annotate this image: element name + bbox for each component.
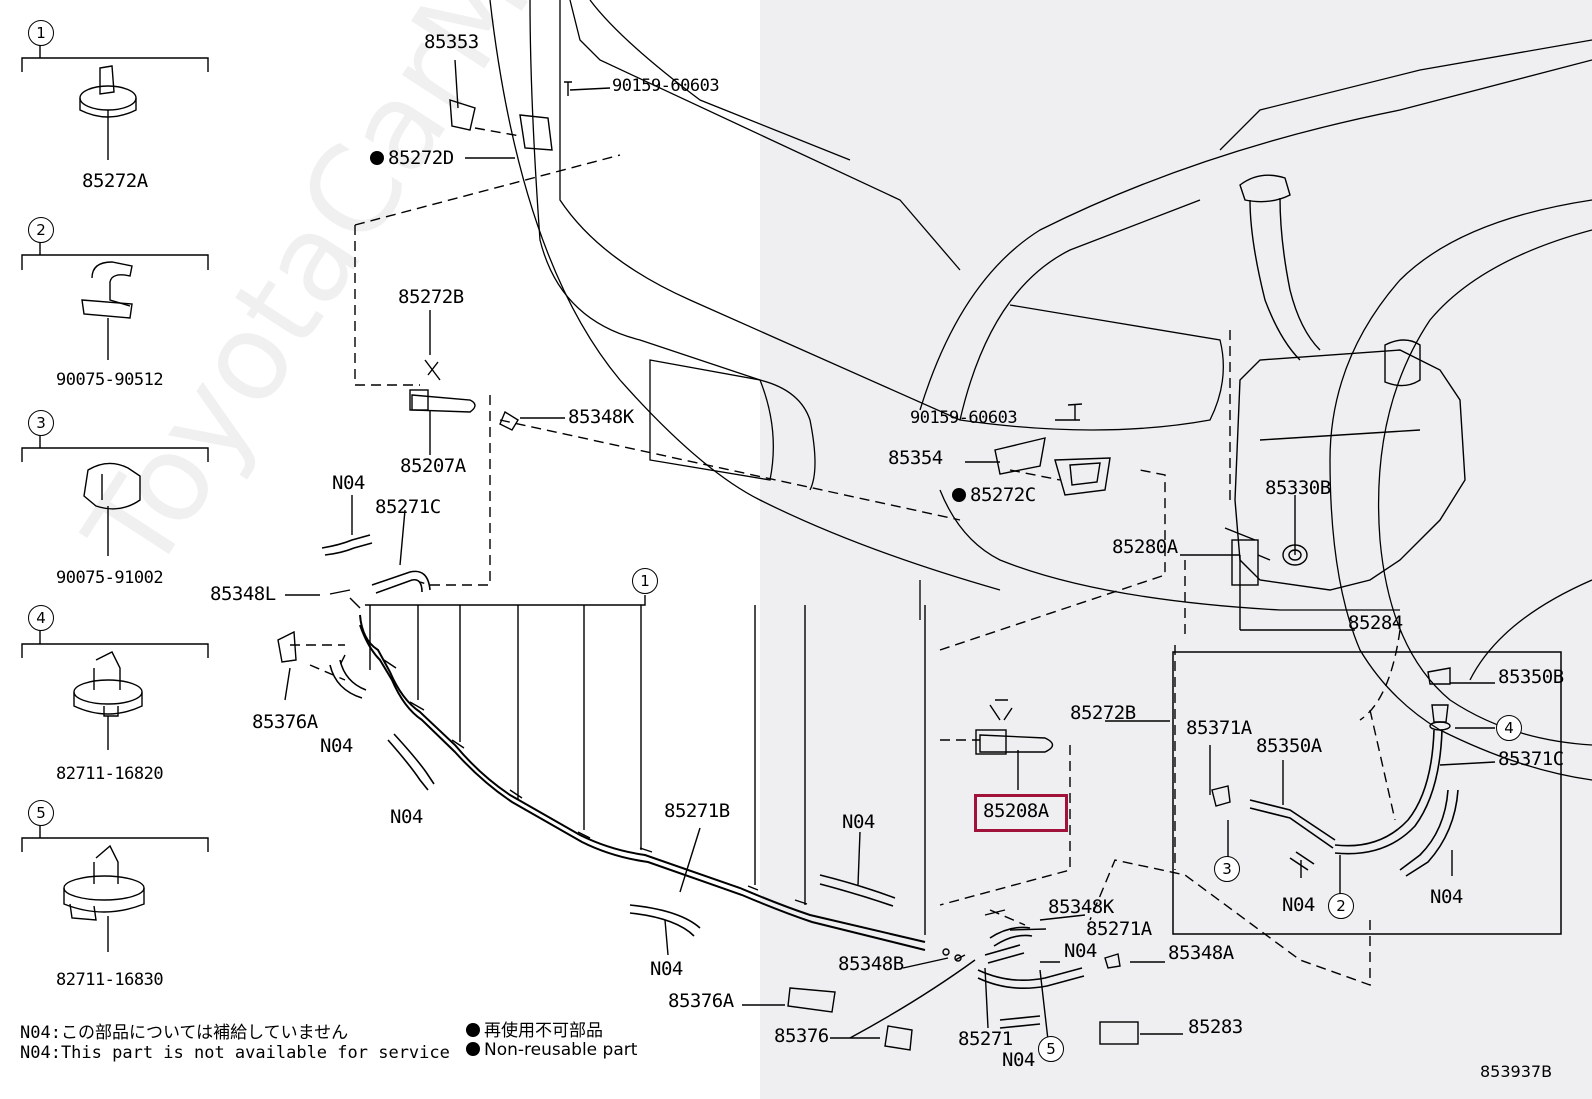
- callout-circle-2: 2: [1328, 893, 1354, 919]
- part-label-85271B[interactable]: 85271B: [664, 800, 730, 822]
- part-label-N04-i: N04: [1064, 940, 1097, 962]
- part-label-85348L[interactable]: 85348L: [210, 583, 276, 605]
- clip-1-drawing: [79, 65, 137, 160]
- part-number-text: 85272D: [388, 147, 454, 169]
- part-label-90159-60603-mid[interactable]: 90159-60603: [910, 408, 1018, 428]
- legend-jp-text: 再使用不可部品: [484, 1021, 603, 1041]
- pad-85376: [787, 987, 913, 1051]
- part-number-text: 85272C: [970, 484, 1036, 506]
- part-label-N04-a: N04: [332, 472, 365, 494]
- part-label-85348A[interactable]: 85348A: [1168, 942, 1234, 964]
- hose-small-pieces: [321, 534, 1459, 1029]
- legend-dot: [466, 1042, 480, 1056]
- non-reusable-dot: [952, 488, 966, 502]
- part-label-85283[interactable]: 85283: [1188, 1016, 1243, 1038]
- clip-5-drawing: [63, 844, 145, 952]
- clip-3-drawing: [83, 462, 141, 556]
- legend-dot: [466, 1023, 480, 1037]
- clip-3-part[interactable]: 90075-91002: [56, 568, 164, 588]
- part-label-N04-e: N04: [650, 958, 683, 980]
- nozzle-85208A: [975, 699, 1054, 755]
- part-label-85207A[interactable]: 85207A: [400, 455, 466, 477]
- hose-85271B: [359, 614, 926, 951]
- grommet-85330B: [1282, 544, 1308, 566]
- leader-dashed-lines: [290, 127, 1401, 986]
- non-reusable-dot: [370, 151, 384, 165]
- part-label-85354[interactable]: 85354: [888, 447, 943, 469]
- part-label-N04-c: N04: [390, 806, 423, 828]
- leader-lines: [284, 59, 1496, 1041]
- pump-85280A: [1224, 527, 1271, 586]
- legend-en-text: Non-reusable part: [484, 1040, 638, 1060]
- callout-circle-1: 1: [632, 568, 658, 594]
- part-label-85208A[interactable]: 85208A: [983, 800, 1049, 822]
- part-label-N04-g: N04: [1282, 894, 1315, 916]
- clip-2-part[interactable]: 90075-90512: [56, 370, 164, 390]
- part-label-85371C[interactable]: 85371C: [1498, 748, 1564, 770]
- part-label-85284[interactable]: 85284: [1348, 612, 1403, 634]
- clip-1-number: 1: [28, 20, 54, 46]
- clip-3-number: 3: [28, 410, 54, 436]
- callout-circle-3: 3: [1214, 856, 1240, 882]
- part-label-85376[interactable]: 85376: [774, 1025, 829, 1047]
- part-label-85280A[interactable]: 85280A: [1112, 536, 1178, 558]
- part-label-85271C[interactable]: 85271C: [375, 496, 441, 518]
- part-label-85350A[interactable]: 85350A: [1256, 735, 1322, 757]
- footnote-en: N04:This part is not available for servi…: [20, 1043, 450, 1063]
- vehicle-outline: [489, 0, 1592, 781]
- hose-clips: [383, 659, 808, 905]
- diagram-id: 853937B: [1480, 1062, 1553, 1081]
- clip-4-number: 4: [28, 605, 54, 631]
- clip-5-part[interactable]: 82711-16830: [56, 970, 164, 990]
- part-label-85271A[interactable]: 85271A: [1086, 918, 1152, 940]
- cover-85353: [449, 99, 553, 151]
- part-label-85348K-top[interactable]: 85348K: [568, 406, 634, 428]
- callout-circle-4: 4: [1496, 715, 1522, 741]
- part-label-85376A-bottom[interactable]: 85376A: [668, 990, 734, 1012]
- part-label-85272B-mid[interactable]: 85272B: [1070, 702, 1136, 724]
- small-fittings: [277, 81, 1451, 969]
- part-label-85348K-bottom[interactable]: 85348K: [1048, 896, 1114, 918]
- clip-4-part[interactable]: 82711-16820: [56, 764, 164, 784]
- clip-2-drawing: [81, 261, 133, 360]
- part-label-N04-b: N04: [320, 735, 353, 757]
- clip-5-number: 5: [28, 800, 54, 826]
- part-label-N04-h: N04: [1430, 886, 1463, 908]
- part-label-85271[interactable]: 85271: [958, 1028, 1013, 1050]
- part-label-N04-f: N04: [1002, 1049, 1035, 1071]
- footnote-jp: N04:この部品については補給していません: [20, 1023, 349, 1043]
- highlight-box: [974, 794, 1068, 832]
- part-label-90159-60603-top[interactable]: 90159-60603: [612, 76, 720, 96]
- part-label-85353[interactable]: 85353: [424, 31, 479, 53]
- clip-4-drawing: [73, 651, 143, 750]
- part-label-85272D[interactable]: 85272D: [370, 149, 454, 168]
- callout-circle-5-bottom: 5: [1038, 1036, 1064, 1062]
- part-label-85272B-top[interactable]: 85272B: [398, 286, 464, 308]
- part-label-85330B[interactable]: 85330B: [1265, 477, 1331, 499]
- part-label-85376A-left[interactable]: 85376A: [252, 711, 318, 733]
- cover-85354: [994, 437, 1111, 496]
- legend-jp: 再使用不可部品: [466, 1016, 603, 1041]
- clip-2-number: 2: [28, 217, 54, 243]
- nozzle-85207A: [409, 359, 476, 413]
- sidebar-brackets: [21, 45, 209, 852]
- part-label-85350B[interactable]: 85350B: [1498, 666, 1564, 688]
- connector-85283: [1099, 1021, 1139, 1045]
- washer-tank: [1234, 174, 1466, 591]
- part-label-85371A[interactable]: 85371A: [1186, 717, 1252, 739]
- part-label-85272C[interactable]: 85272C: [952, 486, 1036, 505]
- legend-en: Non-reusable part: [466, 1040, 637, 1060]
- shaded-region: [760, 0, 1592, 1099]
- part-label-N04-d: N04: [842, 811, 875, 833]
- inset-box: [1172, 651, 1562, 935]
- clip-1-part[interactable]: 85272A: [82, 170, 148, 192]
- part-label-85348B[interactable]: 85348B: [838, 953, 904, 975]
